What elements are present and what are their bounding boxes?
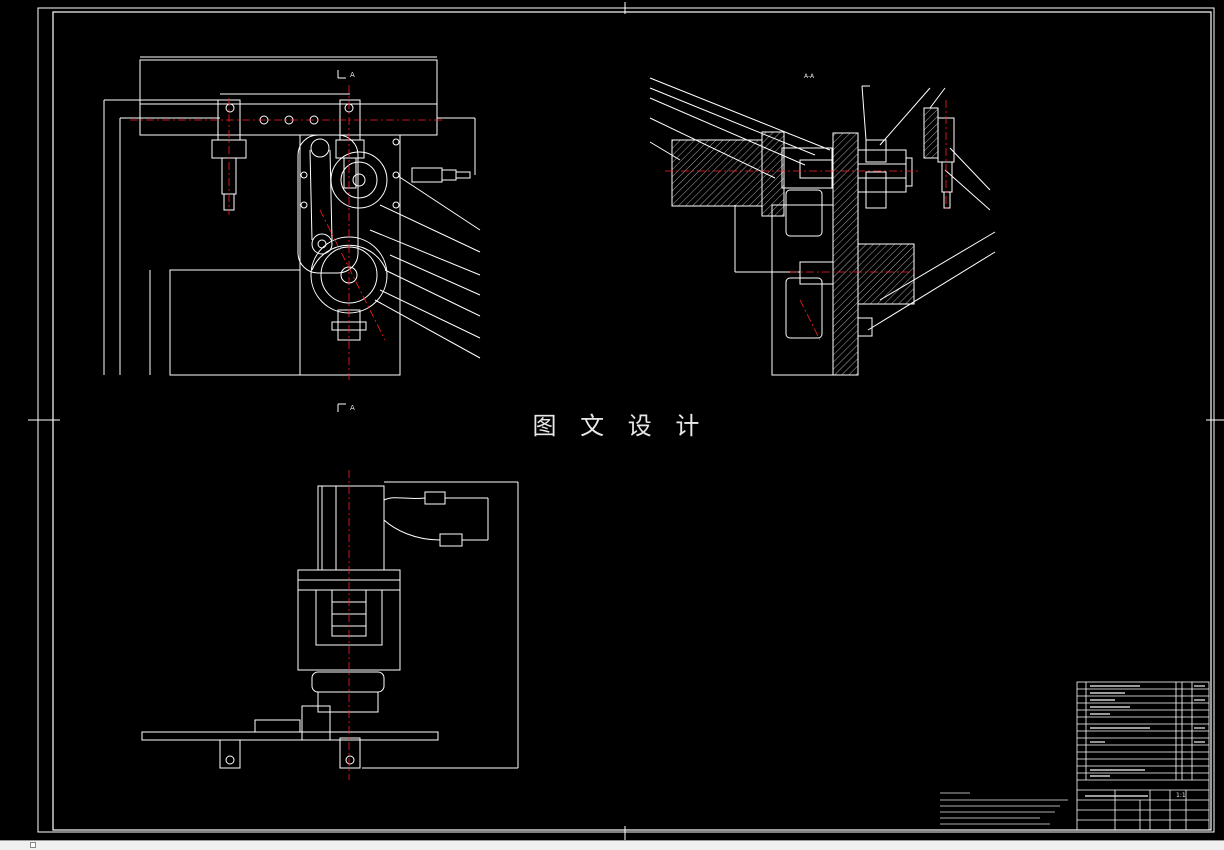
title-block xyxy=(1076,681,1210,831)
front-view-centerlines xyxy=(130,85,445,380)
status-strip xyxy=(0,840,1224,850)
section-label-aa: A-A xyxy=(804,73,815,80)
section-label-a-top: A xyxy=(350,71,355,79)
section-view-centerlines xyxy=(665,100,947,341)
status-box-icon[interactable] xyxy=(30,842,36,848)
section-label-a-bottom: A xyxy=(350,404,355,412)
sheet-border xyxy=(28,2,1224,840)
title-block-scale: 1:1 xyxy=(1176,792,1186,799)
section-view-aa xyxy=(649,77,996,376)
top-view xyxy=(141,481,519,769)
front-view xyxy=(103,56,481,376)
section-marker-a-top xyxy=(337,70,346,79)
section-marker-a-bottom xyxy=(337,403,346,412)
watermark-text: 图 文 设 计 xyxy=(532,412,708,440)
technical-notes xyxy=(940,792,1068,825)
